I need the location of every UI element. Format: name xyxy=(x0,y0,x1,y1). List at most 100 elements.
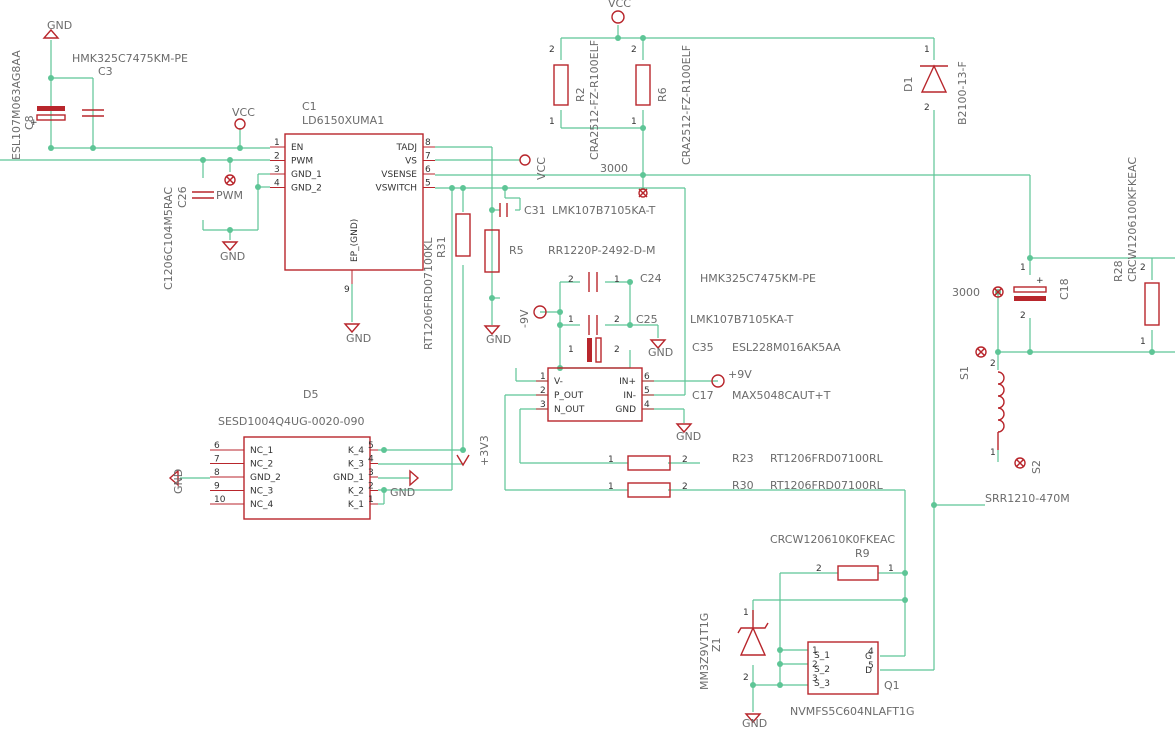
capacitor-c18: + 1 2 C18 xyxy=(1013,263,1071,321)
gnd-symbol-u2: GND xyxy=(675,423,701,443)
resistor-r23: 1 2 R23 RT1206FRD07100RL xyxy=(608,452,884,471)
net-label-3000: 3000 xyxy=(600,162,648,198)
pin-number: 6 xyxy=(644,372,650,382)
svg-text:+9V: +9V xyxy=(728,368,752,381)
pin-label: PWM xyxy=(291,157,313,167)
net-label-3000-b: 3000 xyxy=(952,286,1004,299)
pin-label: NC_1 xyxy=(250,446,273,456)
pin-label: GND_1 xyxy=(291,170,322,180)
svg-text:R5: R5 xyxy=(509,244,524,257)
pin-label: S_2 xyxy=(814,665,830,675)
svg-text:SRR1210-470M: SRR1210-470M xyxy=(985,492,1070,505)
gnd-symbol-r5: GND xyxy=(483,325,511,346)
svg-text:2: 2 xyxy=(1020,311,1026,321)
pin-label: S_3 xyxy=(814,679,830,689)
gnd-symbol-d5-left: GND xyxy=(168,469,185,494)
svg-text:EP_(GND): EP_(GND) xyxy=(350,219,360,262)
svg-text:NVMFS5C604NLAFT1G: NVMFS5C604NLAFT1G xyxy=(790,705,915,718)
net-plus3v3: +3V3 xyxy=(456,435,491,467)
svg-text:+: + xyxy=(30,118,38,128)
svg-text:RR1220P-2492-D-M: RR1220P-2492-D-M xyxy=(548,244,656,257)
capacitor-c8: + ESL107M063AG8AA C8 xyxy=(10,50,66,160)
svg-text:1: 1 xyxy=(614,275,620,285)
junctions xyxy=(48,35,1155,688)
svg-text:HMK325C7475KM-PE: HMK325C7475KM-PE xyxy=(700,272,816,285)
pin-number: 9 xyxy=(214,482,220,492)
testpoint-s2: S2 xyxy=(1014,457,1043,474)
svg-text:LMK107B7105KA-T: LMK107B7105KA-T xyxy=(552,204,656,217)
svg-text:GND: GND xyxy=(172,469,185,494)
svg-text:SESD1004Q4UG-0020-090: SESD1004Q4UG-0020-090 xyxy=(218,415,365,428)
svg-text:2: 2 xyxy=(743,673,749,683)
svg-text:1: 1 xyxy=(743,608,749,618)
pin-label: NC_4 xyxy=(250,500,274,510)
pin-number: 3 xyxy=(274,165,280,175)
vcc-symbol-top: VCC xyxy=(608,0,631,24)
pin-number: 7 xyxy=(214,455,220,465)
capacitor-c25: 1 2 C25 LMK107B7105KA-T xyxy=(568,313,794,335)
svg-text:Q1: Q1 xyxy=(884,679,900,692)
pin-number: 1 xyxy=(540,372,546,382)
pin-number: 1 xyxy=(368,495,374,505)
svg-text:CRCW1206100KFKEAC: CRCW1206100KFKEAC xyxy=(1126,157,1139,282)
pin-label: GND_2 xyxy=(291,184,322,194)
svg-text:C18: C18 xyxy=(1058,278,1071,300)
pin-label: VSENSE xyxy=(381,170,417,180)
resistor-r31: RT1206FRD07100KL R31 xyxy=(422,213,471,350)
resistor-r9: 2 1 CRCW120610K0FKEAC R9 xyxy=(770,533,895,581)
resistor-r5: R5 xyxy=(484,229,524,273)
testpoint-pwm: PWM xyxy=(216,174,243,202)
svg-text:1: 1 xyxy=(990,448,996,458)
vcc-symbol-u1: VCC xyxy=(232,106,255,130)
svg-text:D1: D1 xyxy=(902,77,915,92)
pin-number: 2 xyxy=(274,152,280,162)
svg-text:2: 2 xyxy=(1140,263,1146,273)
pin-number: 6 xyxy=(425,165,431,175)
svg-text:ESL228M016AK5AA: ESL228M016AK5AA xyxy=(732,341,841,354)
pin-label: S_1 xyxy=(814,651,830,661)
wires xyxy=(0,25,1175,712)
svg-text:C24: C24 xyxy=(640,272,662,285)
svg-text:2: 2 xyxy=(924,103,930,113)
q1-left-pins: S_11S_22S_33 xyxy=(812,646,830,689)
pin-label: GND_1 xyxy=(333,473,364,483)
pin-number: 3 xyxy=(812,674,818,684)
capacitor-c3: HMK325C7475KM-PE C3 xyxy=(72,52,188,117)
resistor-r6: 2 1 R6 CRA2512-FZ-R100ELF xyxy=(631,45,693,165)
svg-text:R2: R2 xyxy=(574,87,587,102)
svg-text:HMK325C7475KM-PE: HMK325C7475KM-PE xyxy=(72,52,188,65)
svg-text:1: 1 xyxy=(568,345,574,355)
pin-number: 4 xyxy=(868,647,874,657)
gnd-symbol-c25: GND xyxy=(648,339,673,359)
svg-text:+3V3: +3V3 xyxy=(478,435,491,466)
svg-text:C25: C25 xyxy=(636,313,658,326)
pin-label: GND xyxy=(615,405,636,415)
svg-text:R30: R30 xyxy=(732,479,754,492)
svg-text:GND: GND xyxy=(346,332,371,345)
gnd-symbol-ep: GND xyxy=(343,323,371,345)
diode-d1: 1 2 D1 B2100-13-F xyxy=(902,45,969,125)
svg-text:S1: S1 xyxy=(958,366,971,380)
resistor-r28: 2 1 R28 CRCW1206100KFKEAC xyxy=(1112,157,1160,347)
svg-text:C31: C31 xyxy=(524,204,546,217)
pin-label: EN xyxy=(291,143,303,153)
pin-label: K_2 xyxy=(348,487,364,497)
svg-text:C8: C8 xyxy=(23,115,36,130)
svg-text:R6: R6 xyxy=(656,87,669,102)
svg-text:GND: GND xyxy=(742,717,767,730)
svg-text:R31: R31 xyxy=(435,236,448,258)
svg-text:GND: GND xyxy=(47,19,72,32)
pin-number: 3 xyxy=(368,468,374,478)
svg-text:2: 2 xyxy=(682,482,688,492)
pin-number: 4 xyxy=(368,455,374,465)
resistor-r30: 1 2 R30 RT1206FRD07100RL xyxy=(608,479,884,498)
ic-d5-sesd: D5 SESD1004Q4UG-0020-090 NC_16NC_27GND_2… xyxy=(210,388,378,520)
svg-text:GND: GND xyxy=(390,486,415,499)
svg-text:VCC: VCC xyxy=(535,157,548,180)
